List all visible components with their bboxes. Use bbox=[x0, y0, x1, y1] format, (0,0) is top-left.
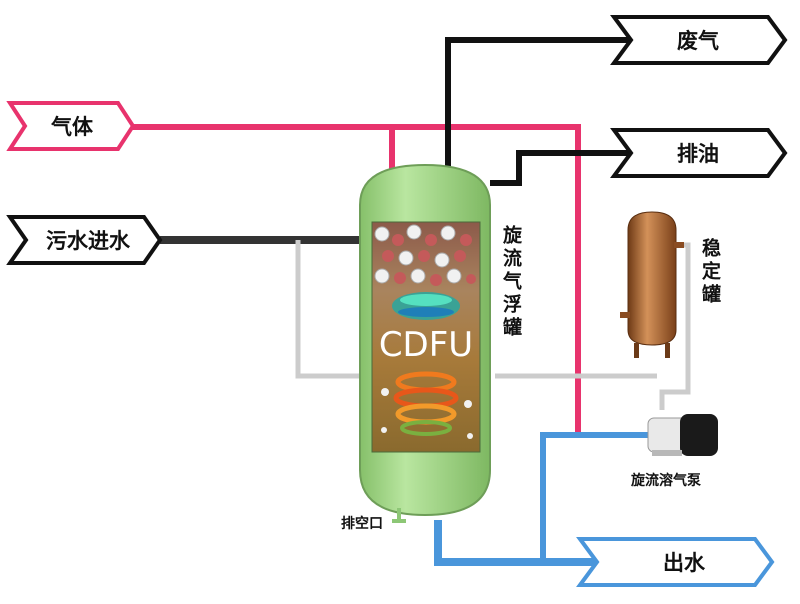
swirl-zone bbox=[392, 292, 460, 320]
sewage-in-label: 污水进水 bbox=[46, 229, 131, 253]
oil-line bbox=[490, 150, 630, 186]
gas-in-label: 气体 bbox=[50, 115, 94, 139]
water-out-label: 出水 bbox=[663, 551, 706, 575]
water-line-bottom bbox=[434, 520, 595, 566]
bubble-layer bbox=[374, 224, 476, 286]
exhaust-box: 废气 bbox=[610, 15, 788, 65]
oil-out-box: 排油 bbox=[610, 128, 788, 178]
gas-in-box: 气体 bbox=[6, 101, 136, 151]
water-out-box: 出水 bbox=[576, 537, 775, 587]
stabilizer-port-right bbox=[674, 242, 684, 248]
stabilizer-leg-right bbox=[665, 343, 670, 358]
drain-cap bbox=[392, 519, 406, 523]
stabilizer-label: 稳定罐 bbox=[699, 237, 722, 307]
cdfu-label: CDFU bbox=[379, 325, 473, 365]
gas-pipeline bbox=[120, 124, 581, 432]
stabilizer-leg-left bbox=[634, 343, 639, 358]
pump-label: 旋流溶气泵 bbox=[630, 472, 701, 489]
stabilizer-body bbox=[627, 211, 677, 346]
drain-stub bbox=[397, 508, 401, 522]
coil-zone bbox=[381, 371, 473, 439]
oil-out-label: 排油 bbox=[677, 142, 719, 166]
water-line-return bbox=[540, 432, 652, 562]
dissolved-air-pump bbox=[647, 414, 718, 456]
pump-motor bbox=[680, 414, 718, 456]
stabilizer-tank bbox=[620, 211, 684, 358]
stabilizer-port-left bbox=[620, 312, 630, 318]
stabilizer-label-text: 稳定罐 bbox=[699, 237, 722, 307]
flotation-tank: CDFU bbox=[359, 163, 491, 523]
tank-label-text: 旋流气浮罐 bbox=[500, 224, 523, 340]
sewage-in-box: 污水进水 bbox=[6, 215, 163, 265]
tank-label: 旋流气浮罐 bbox=[500, 224, 523, 340]
recycle-line-left bbox=[295, 240, 368, 379]
exhaust-label: 废气 bbox=[677, 29, 719, 53]
exhaust-line bbox=[445, 37, 630, 170]
drain-label: 排空口 bbox=[341, 515, 383, 532]
pump-base bbox=[652, 450, 682, 456]
water-pipeline bbox=[434, 432, 652, 566]
